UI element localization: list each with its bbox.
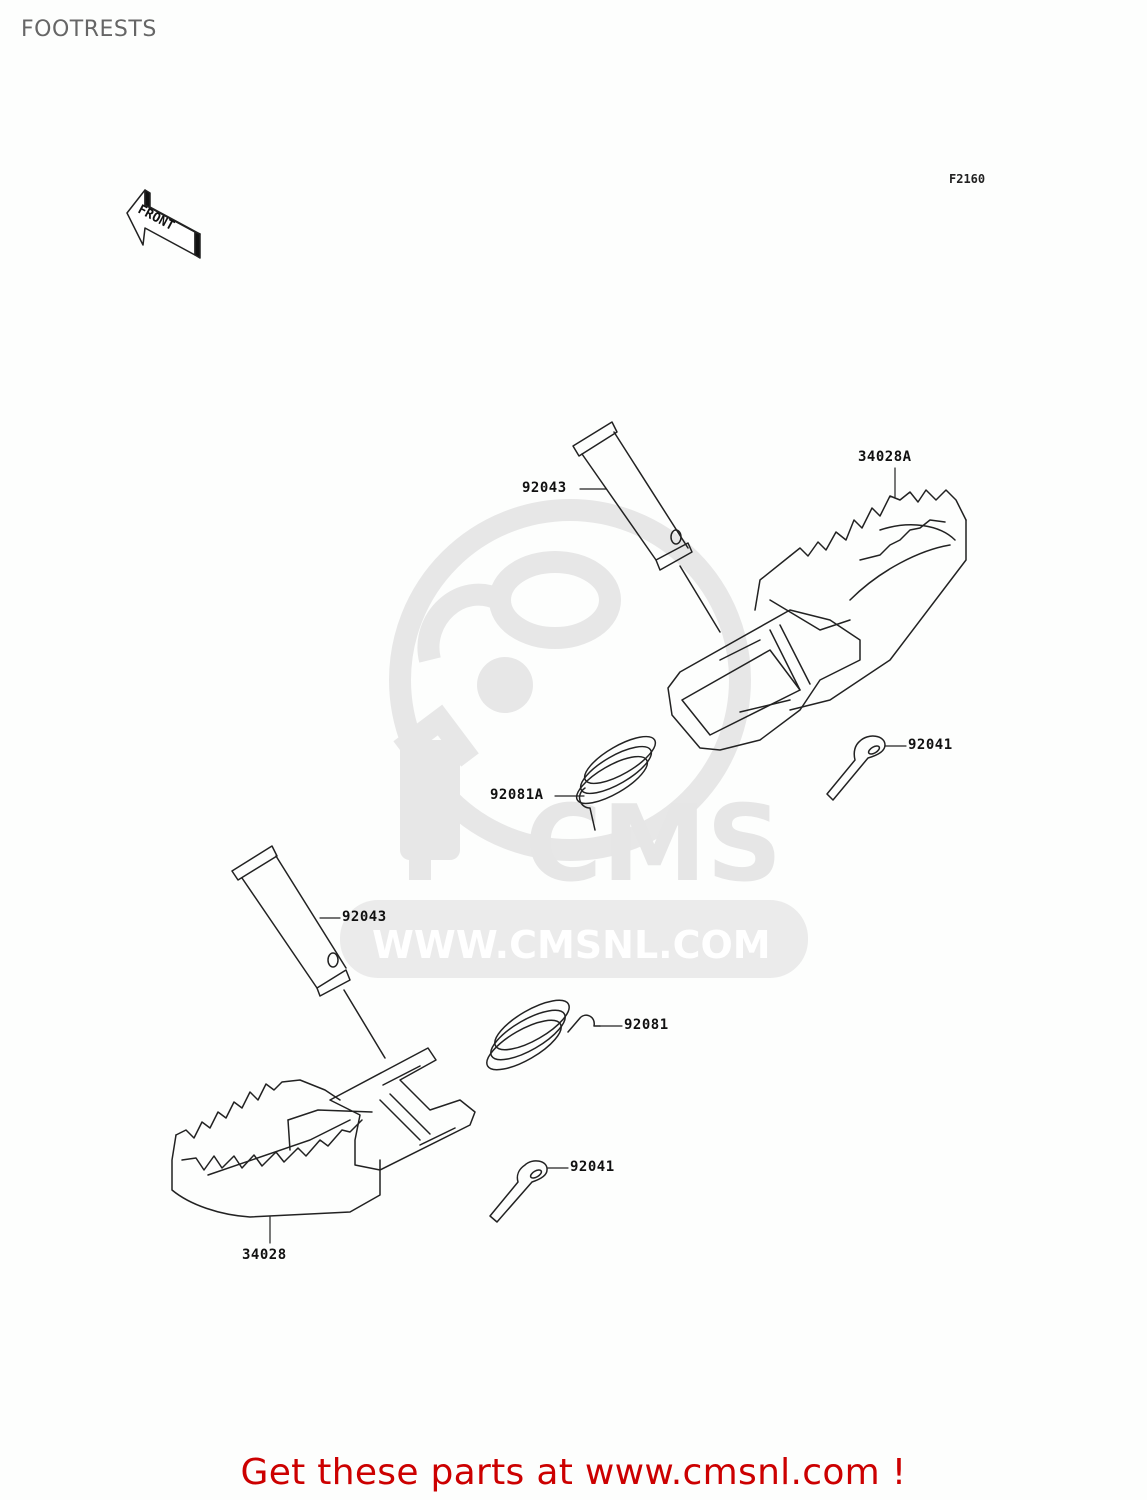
lower-clevis-pin-drawing — [231, 845, 386, 1059]
mascot-face-icon — [400, 657, 533, 860]
upper-clevis-pin-drawing — [572, 421, 721, 633]
lower-cotter-pin-drawing — [489, 1160, 548, 1223]
upper-spring-drawing — [575, 735, 657, 831]
part-callout-lower-footrest[interactable]: 34028 — [242, 1247, 287, 1263]
upper-footrest-drawing — [667, 489, 967, 751]
front-arrow-icon: FRONT — [126, 189, 201, 259]
part-callout-lower-cotter-pin[interactable]: 92041 — [570, 1159, 615, 1175]
cms-watermark-url: WWW.CMSNL.COM — [372, 923, 771, 967]
page-title: FOOTRESTS — [21, 17, 157, 42]
part-callout-upper-footrest[interactable]: 34028A — [858, 449, 912, 465]
part-callout-upper-spring[interactable]: 92081A — [490, 787, 544, 803]
part-callout-lower-spring[interactable]: 92081 — [624, 1017, 669, 1033]
cms-watermark-logo: CMS — [525, 783, 782, 905]
upper-cotter-pin-drawing — [826, 735, 886, 801]
callout-leaders — [269, 467, 907, 1244]
footer-cta-link[interactable]: Get these parts at www.cmsnl.com ! — [240, 1452, 907, 1493]
lower-footrest-drawing — [171, 1047, 476, 1218]
diagram-reference-code: F2160 — [949, 172, 986, 186]
part-callout-upper-cotter-pin[interactable]: 92041 — [908, 737, 953, 753]
part-callout-upper-pin[interactable]: 92043 — [522, 480, 567, 496]
lower-spring-drawing — [486, 999, 601, 1071]
part-callout-lower-pin[interactable]: 92043 — [342, 909, 387, 925]
